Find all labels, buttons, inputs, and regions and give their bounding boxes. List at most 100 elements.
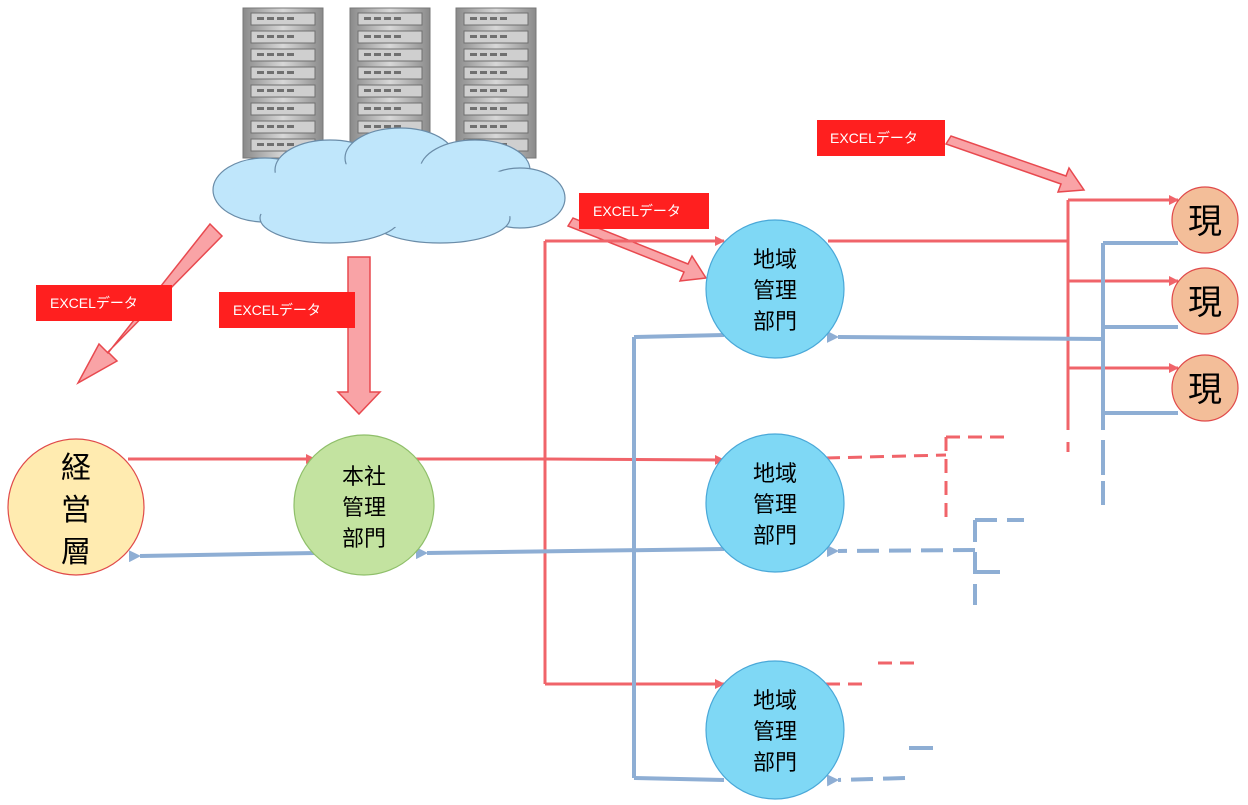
rack-slot-light (267, 107, 274, 110)
node-genba-3-label: 現 (1188, 370, 1222, 410)
rack-slot-light (277, 35, 284, 38)
excel-label-top-right: EXCELデータ (817, 120, 945, 156)
node-chiiki-1-line-1: 地域 (753, 248, 797, 273)
rack-slot-light (277, 17, 284, 20)
svg-text:EXCELデータ: EXCELデータ (233, 302, 321, 318)
rack-slot-light (394, 125, 401, 128)
node-genba-1: 現 (1171, 186, 1239, 254)
node-chiiki-2-line-1: 地域 (753, 462, 797, 487)
node-keiei: 経 営 層 (7, 438, 145, 576)
node-genba-1-label: 現 (1188, 202, 1222, 242)
node-keiei-line-2: 営 (61, 493, 91, 528)
rack-slot-light (480, 53, 487, 56)
rack-slot-light (287, 71, 294, 74)
node-genba-2-label: 現 (1188, 283, 1222, 323)
rack-slot-light (374, 71, 381, 74)
rack-slot-light (490, 17, 497, 20)
rack-slot-light (267, 71, 274, 74)
rack-slot-light (374, 107, 381, 110)
big-arrow-to-genba (944, 135, 1086, 193)
rack-slot-light (500, 107, 507, 110)
rack-slot-light (374, 17, 381, 20)
node-honsha: 本社 管理 部門 (293, 434, 435, 576)
rack-slot-light (287, 89, 294, 92)
rack-slot-light (287, 17, 294, 20)
rack-slot-light (490, 89, 497, 92)
rack-slot-light (470, 35, 477, 38)
rack-slot-light (287, 143, 294, 146)
rack-slot-light (267, 53, 274, 56)
rack-slot-light (470, 89, 477, 92)
rack-slot-light (394, 17, 401, 20)
rack-slot-light (480, 35, 487, 38)
server-rack-1 (242, 7, 324, 159)
node-genba-2: 現 (1171, 267, 1239, 335)
rack-slot-light (500, 17, 507, 20)
rack-slot-light (500, 53, 507, 56)
node-chiiki-2: 地域 管理 部門 (705, 433, 845, 573)
rack-slot-light (364, 71, 371, 74)
rack-slot-light (384, 17, 391, 20)
rack-slot-light (500, 125, 507, 128)
rack-slot-light (277, 89, 284, 92)
rack-slot-light (490, 107, 497, 110)
excel-label-center: EXCELデータ (579, 193, 709, 229)
node-keiei-line-3: 層 (61, 535, 91, 570)
rack-slot-light (257, 53, 264, 56)
node-chiiki-1: 地域 管理 部門 (705, 219, 845, 359)
rack-slot-light (374, 125, 381, 128)
rack-slot-light (394, 35, 401, 38)
rack-slot-light (364, 53, 371, 56)
rack-slot-light (287, 35, 294, 38)
rack-slot-light (384, 53, 391, 56)
rack-slot-light (257, 17, 264, 20)
rack-slot-light (500, 35, 507, 38)
rack-slot-light (277, 71, 284, 74)
rack-slot-light (394, 89, 401, 92)
rack-slot-light (257, 107, 264, 110)
rack-slot-light (267, 125, 274, 128)
rack-slot-light (364, 125, 371, 128)
node-honsha-line-3: 部門 (342, 527, 386, 552)
rack-slot-light (257, 35, 264, 38)
rack-slot-light (490, 125, 497, 128)
node-chiiki-1-line-2: 管理 (753, 279, 797, 304)
rack-slot-light (490, 35, 497, 38)
rack-slot-light (267, 89, 274, 92)
svg-text:EXCELデータ: EXCELデータ (593, 203, 681, 219)
rack-slot-light (257, 143, 264, 146)
svg-text:EXCELデータ: EXCELデータ (50, 295, 138, 311)
big-arrow-cloud-to-honsha (336, 256, 382, 416)
server-rack-3 (455, 7, 537, 159)
node-chiiki-3-line-3: 部門 (753, 751, 797, 776)
node-genba-3: 現 (1171, 354, 1239, 422)
rack-slot-light (257, 125, 264, 128)
rack-slot-light (287, 125, 294, 128)
rack-slot-light (277, 125, 284, 128)
node-honsha-line-2: 管理 (342, 496, 386, 521)
node-chiiki-1-line-3: 部門 (753, 310, 797, 335)
rack-slot-light (374, 89, 381, 92)
rack-slot-light (384, 71, 391, 74)
rack-slot-light (384, 107, 391, 110)
rack-slot-light (364, 17, 371, 20)
rack-slot-light (257, 71, 264, 74)
node-keiei-line-1: 経 (61, 451, 91, 486)
rack-slot-light (257, 89, 264, 92)
rack-slot-light (470, 17, 477, 20)
rack-slot-light (364, 35, 371, 38)
rack-slot-light (267, 17, 274, 20)
node-chiiki-2-line-2: 管理 (753, 493, 797, 518)
rack-slot-light (267, 35, 274, 38)
svg-text:EXCELデータ: EXCELデータ (830, 130, 918, 146)
node-chiiki-3-line-2: 管理 (753, 720, 797, 745)
rack-slot-light (500, 71, 507, 74)
rack-slot-light (277, 143, 284, 146)
rack-slot-light (384, 89, 391, 92)
rack-slot-light (287, 53, 294, 56)
blue-flow-lines (128, 241, 1178, 787)
rack-slot-light (277, 107, 284, 110)
node-honsha-line-1: 本社 (342, 465, 386, 490)
node-chiiki-3: 地域 管理 部門 (705, 660, 845, 800)
